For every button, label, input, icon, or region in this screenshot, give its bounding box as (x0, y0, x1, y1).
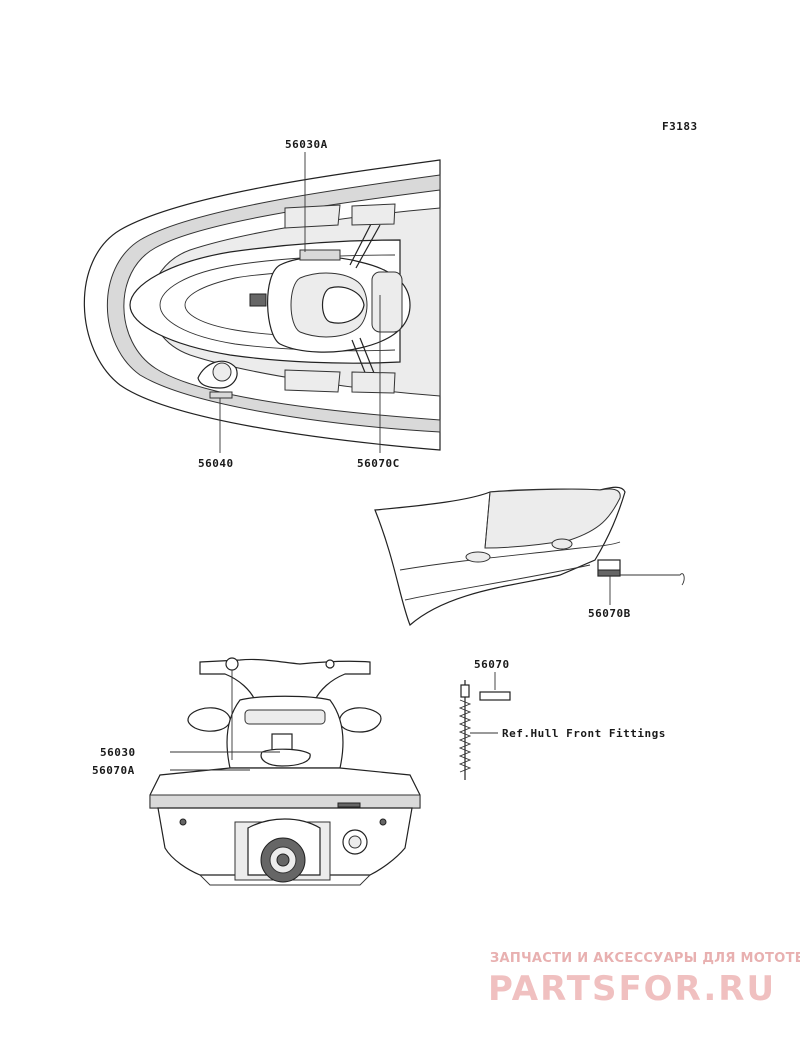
callout-56070A: 56070A (92, 764, 135, 777)
side-view-seat (374, 486, 685, 627)
label-part-56070 (479, 672, 511, 701)
callout-56070C: 56070C (357, 457, 400, 470)
rear-view-hull (149, 657, 421, 886)
top-view-deck (83, 152, 441, 453)
callout-56070: 56070 (474, 658, 510, 671)
figure-code: F3183 (662, 120, 698, 133)
callout-56070B: 56070B (588, 607, 631, 620)
callout-56030A: 56030A (285, 138, 328, 151)
callout-56030: 56030 (100, 746, 136, 759)
watermark-brand: PARTSFOR.RU (488, 969, 776, 1009)
callout-56040: 56040 (198, 457, 234, 470)
hull-fitting-spring (458, 680, 498, 780)
watermark-tagline: ЗАПЧАСТИ И АКСЕССУАРЫ ДЛЯ МОТОТЕХНИКИ (490, 951, 800, 966)
callout-ref-hull-front-fittings: Ref.Hull Front Fittings (502, 727, 666, 740)
